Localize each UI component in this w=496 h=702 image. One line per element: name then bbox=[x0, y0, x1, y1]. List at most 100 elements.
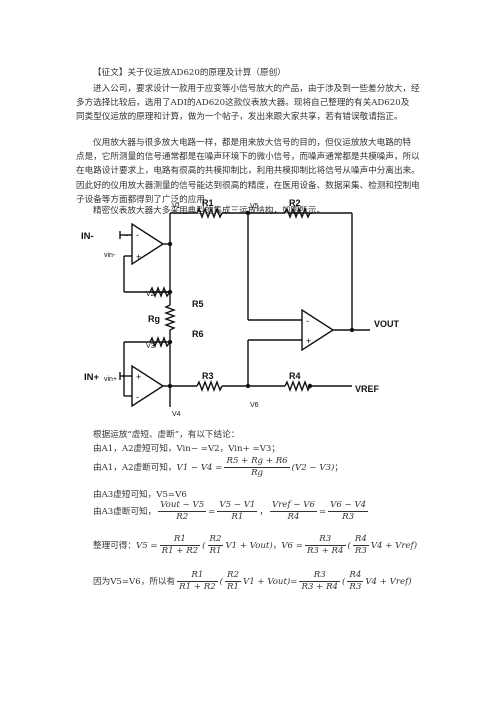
eq6-c-den: R3 + R4 bbox=[301, 582, 339, 592]
description-line: 因此好的仪用放大器测量的信号能达到很高的精度，在医用设备、数据采集、检测和控制电 bbox=[76, 180, 420, 191]
eq5-a-den: R1 + R2 bbox=[161, 546, 199, 556]
conclusion-intro: 根据运放“虚短、虚断”，有以下结论： bbox=[93, 430, 240, 440]
eq2-suffix: ； bbox=[334, 463, 343, 473]
label-v3: V3 bbox=[146, 343, 155, 350]
eq4-f4-num: V6 − V4 bbox=[328, 500, 369, 512]
label-in-plus: IN+ bbox=[84, 372, 100, 383]
label-v2: V2 bbox=[146, 291, 155, 298]
eq5-b-den: R1 bbox=[209, 546, 222, 556]
resistor-r6 bbox=[149, 336, 171, 348]
eq2-prefix: 由A1，A2虚断可知， bbox=[93, 463, 177, 473]
eq6-b-rest: V1 + Vout bbox=[242, 577, 287, 587]
eq4-f3-den: R4 bbox=[287, 512, 300, 522]
eq4-sep: ， bbox=[259, 507, 268, 517]
eq4-f2-den: R1 bbox=[231, 512, 244, 522]
eq6-c-num: R3 bbox=[299, 570, 341, 582]
equation-a3-short: 由A3虚短可知，V5=V6 bbox=[93, 490, 187, 500]
label-r1: R1 bbox=[202, 198, 214, 208]
eq6-b-den: R1 bbox=[227, 582, 239, 592]
op-amp-a2 bbox=[131, 364, 165, 408]
eq4-prefix: 由A3虚断可知， bbox=[93, 507, 157, 517]
label-r4: R4 bbox=[289, 371, 301, 381]
eq5-v5: V5 = bbox=[135, 541, 158, 551]
eq6-prefix: 因为V5=V6，所以有 bbox=[93, 577, 176, 587]
description-line: 在电路设计要求上，电路有很高的共模抑制比，利用共模抑制比将信号从噪声中分离出来。 bbox=[76, 166, 420, 177]
eq6-b-num: R2 bbox=[225, 570, 241, 582]
resistor-rg bbox=[164, 304, 176, 331]
eq6-d-rest: V4 + Vref bbox=[365, 577, 409, 587]
label-vin-minus: vin- bbox=[104, 252, 116, 259]
eq4-f1-den: R2 bbox=[176, 512, 189, 522]
eq4-equals-2: = bbox=[318, 507, 327, 517]
resistor-r5 bbox=[149, 286, 171, 298]
eq5-b-rest: V1 + Vout bbox=[225, 541, 270, 551]
eq5-d-den: R3 bbox=[354, 546, 367, 556]
intro-line: 同类型仪运放的原理和计算，做为一个帖子，发出来跟大家共享，若有错误敬请指正。 bbox=[76, 112, 403, 123]
eq2-numerator: R5 + Rg + R6 bbox=[224, 456, 290, 468]
eq4-f4-den: R3 bbox=[342, 512, 355, 522]
label-r3: R3 bbox=[202, 371, 214, 381]
label-rg: Rg bbox=[148, 314, 160, 324]
eq4-f3-num: Vref − V6 bbox=[270, 500, 317, 512]
eq2-rhs: (V2 − V3) bbox=[291, 463, 335, 473]
label-in-minus: IN- bbox=[81, 231, 94, 242]
a1-minus: - bbox=[136, 230, 139, 240]
description-line: 仪用放大器与很多放大电路一样，都是用来放大信号的目的，但仪运放放大电路的特 bbox=[93, 138, 411, 148]
label-v1: V1 bbox=[172, 203, 181, 210]
eq6-a-den: R1 + R2 bbox=[179, 582, 216, 592]
eq6-a-num: R1 bbox=[177, 570, 218, 582]
resistor-r3 bbox=[196, 380, 223, 392]
eq6-d-den: R3 bbox=[349, 582, 362, 592]
eq5-prefix: 整理可得： bbox=[93, 541, 136, 551]
eq5-c-num: R3 bbox=[304, 534, 346, 546]
a2-plus: + bbox=[136, 372, 141, 382]
a3-minus: - bbox=[306, 316, 309, 326]
equation-virtual-short: 由A1，A2虚短可知，Vin− =V2，Vin+ =V3； bbox=[93, 444, 280, 454]
label-v5: V5 bbox=[250, 203, 259, 210]
resistor-r4 bbox=[284, 380, 311, 392]
a2-minus: - bbox=[136, 392, 139, 402]
label-r2: R2 bbox=[289, 198, 301, 208]
structure-caption: 精密仪表放大器大多采用典型的集成三运放结构，如图所示。 bbox=[93, 206, 326, 216]
label-v4: V4 bbox=[172, 411, 181, 418]
eq5-sep: ， bbox=[272, 541, 282, 551]
resistor-r1 bbox=[196, 207, 223, 219]
op-amp-a1 bbox=[131, 222, 165, 266]
label-r5: R5 bbox=[192, 299, 204, 309]
eq5-d-rest: V4 + Vref bbox=[370, 541, 414, 551]
label-vref: VREF bbox=[355, 384, 380, 394]
label-r6: R6 bbox=[192, 329, 204, 339]
page-title: 【征文】关于仪运放AD620的原理及计算（原创） bbox=[93, 68, 286, 78]
label-v6: V6 bbox=[250, 402, 259, 409]
op-amp-a3 bbox=[301, 308, 335, 352]
eq6-d-num: R4 bbox=[347, 570, 364, 582]
eq2-lhs: V1 − V4 = bbox=[176, 463, 223, 473]
eq6-equals: = bbox=[290, 577, 298, 587]
eq5-b-num: R2 bbox=[207, 534, 224, 546]
intro-paragraph: 进入公司，要求设计一款用于应变等小信号放大的产品，由于涉及到一些差分放大，经 多… bbox=[76, 82, 420, 125]
intro-line: 多方选择比较后，选用了ADI的AD620这款仪表放大器。现将自己整理的有关AD6… bbox=[76, 98, 410, 109]
a1-plus: + bbox=[136, 252, 141, 262]
label-vout: VOUT bbox=[374, 319, 400, 329]
intro-line: 进入公司，要求设计一款用于应变等小信号放大的产品，由于涉及到一些差分放大，经 bbox=[93, 84, 420, 94]
eq2-denominator: Rg bbox=[251, 468, 264, 478]
label-vin-plus: vin+ bbox=[104, 376, 117, 383]
eq5-a-num: R1 bbox=[159, 534, 201, 546]
eq4-equals: = bbox=[208, 507, 216, 517]
description-line: 点是，它所测量的信号通常都是在噪声环境下的微小信号，而噪声通常都是共模噪声，所以 bbox=[76, 152, 420, 163]
eq5-v6: V6 = bbox=[281, 541, 303, 551]
eq5-d-num: R4 bbox=[352, 534, 369, 546]
a3-plus: + bbox=[306, 336, 311, 346]
eq4-f1-num: Vout − V5 bbox=[158, 500, 207, 512]
eq4-f2-num: V5 − V1 bbox=[217, 500, 258, 512]
resistor-r2 bbox=[284, 207, 311, 219]
description-line: 子设备等方面都得到了广泛的应用 bbox=[76, 194, 205, 205]
eq5-c-den: R3 + R4 bbox=[306, 546, 344, 556]
description-paragraph: 仪用放大器与很多放大电路一样，都是用来放大信号的目的，但仪运放放大电路的特 点是… bbox=[76, 136, 420, 207]
